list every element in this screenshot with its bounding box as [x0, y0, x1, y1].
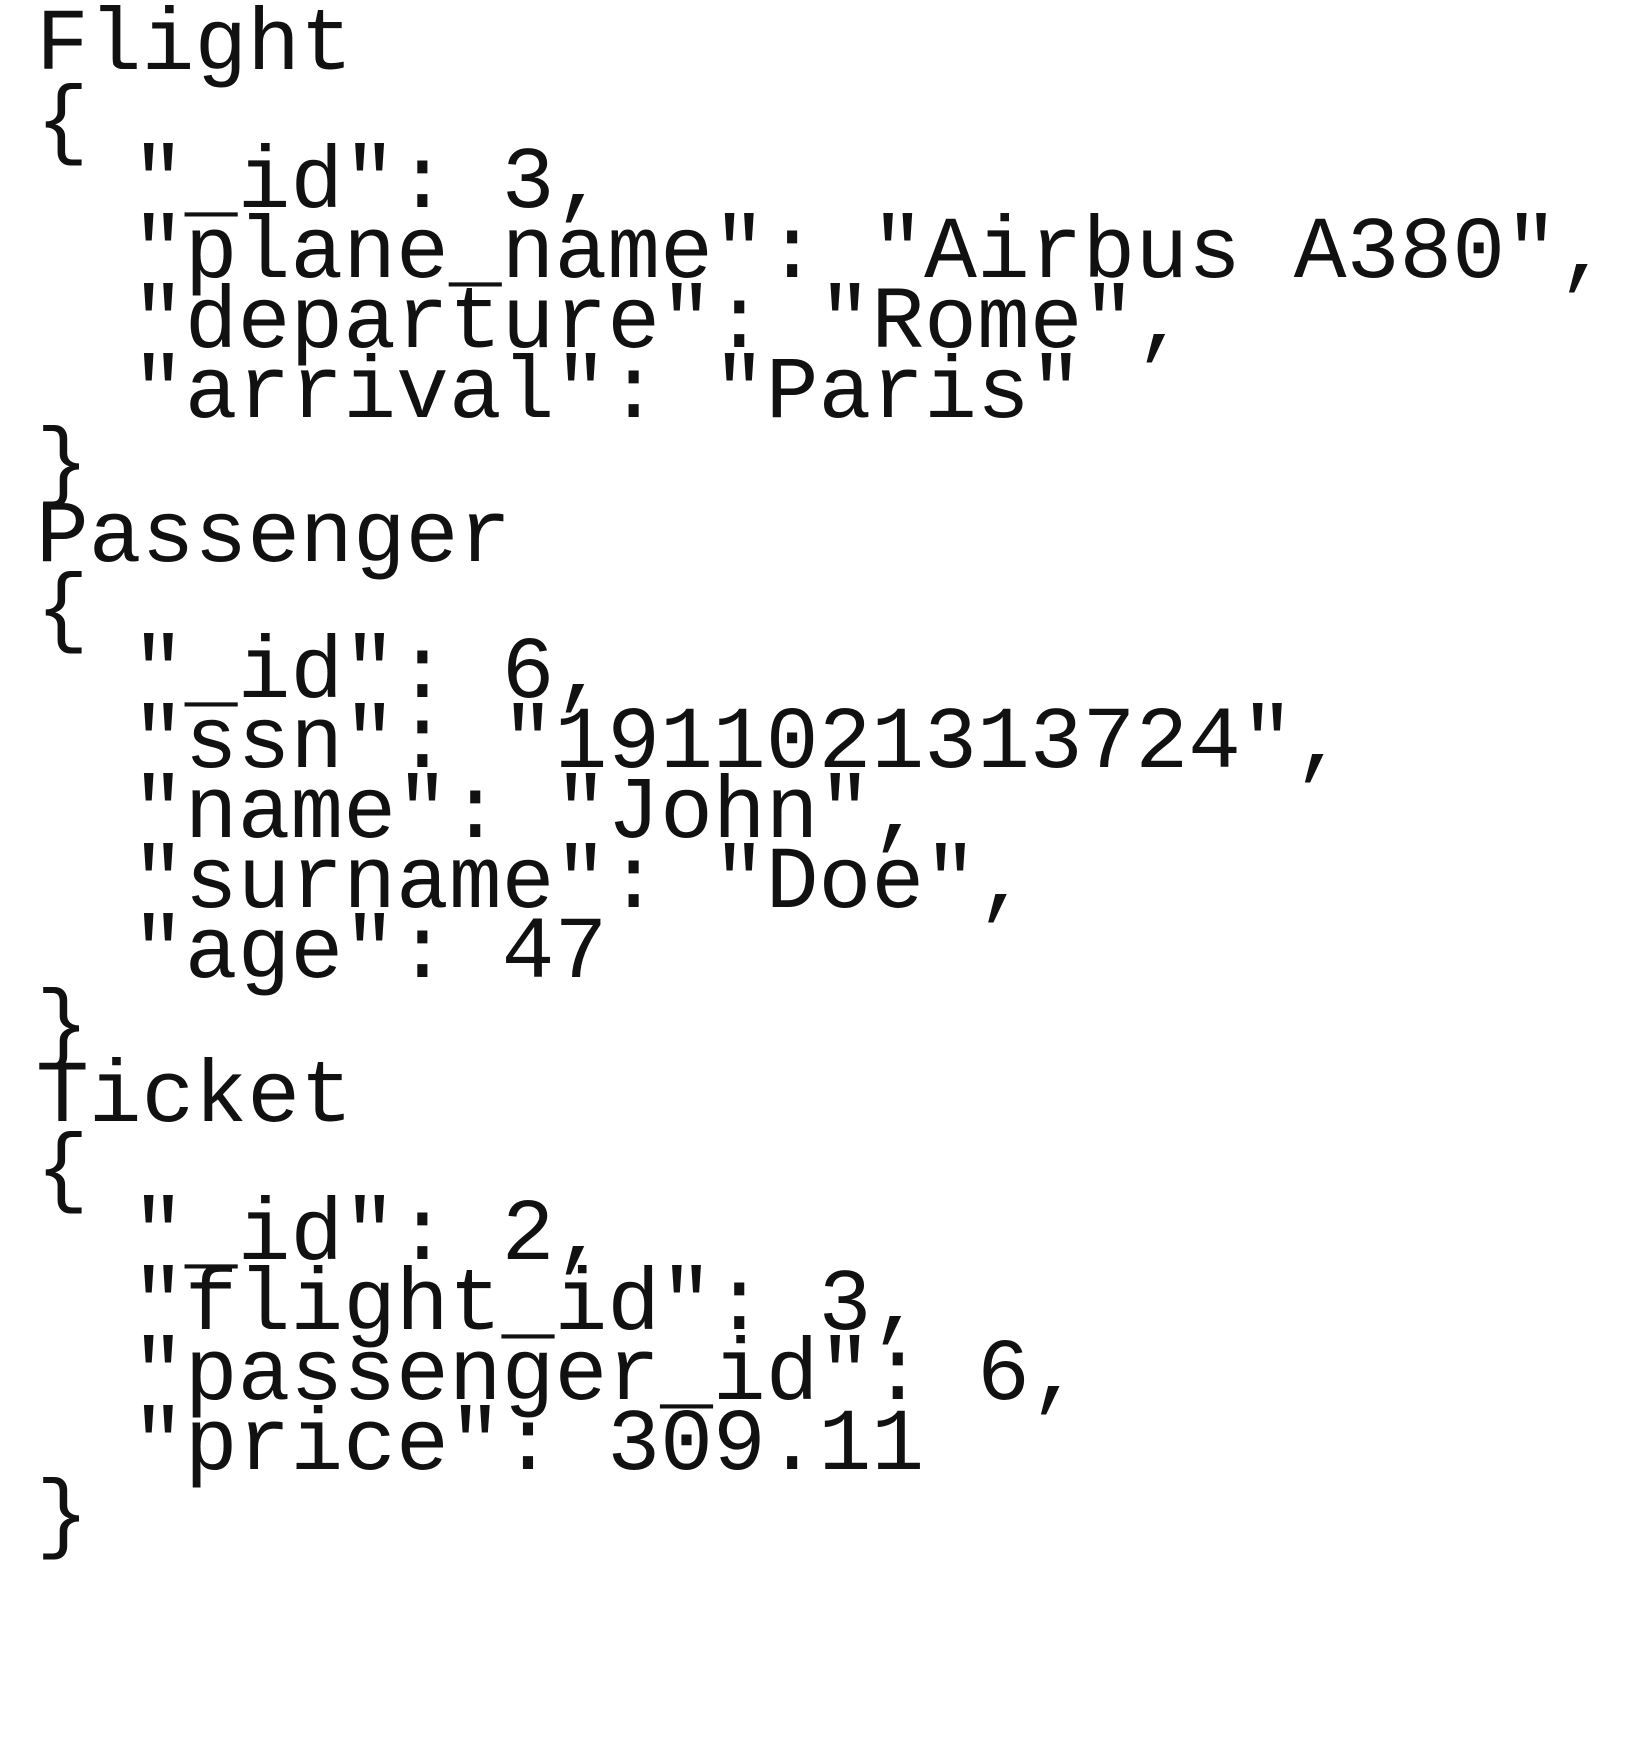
open-brace: { [36, 1123, 89, 1222]
field-line: "departure": "Rome", [132, 275, 1189, 374]
field-line: "price": 309.11 [132, 1397, 925, 1496]
field-line: "age": 47 [132, 905, 608, 1004]
open-brace: { [36, 563, 89, 662]
field-line: "surname": "Doe", [132, 835, 1030, 934]
field-line: "_id": 3, [132, 135, 608, 234]
close-brace: } [36, 1469, 89, 1568]
field-line: "_id": 6, [132, 625, 608, 724]
close-brace: } [36, 417, 89, 516]
field-line: "name": "John", [132, 765, 925, 864]
open-brace: { [36, 75, 89, 174]
field-line: "passenger_id": 6, [132, 1327, 1083, 1426]
field-line: "arrival": "Paris" [132, 345, 1083, 444]
collection-title-flight: Flight [36, 0, 353, 96]
collection-title-ticket: Ticket [36, 1049, 353, 1148]
close-brace: } [36, 979, 89, 1078]
collection-title-passenger: Passenger [36, 489, 512, 588]
field-line: "plane_name": "Airbus A380", [132, 205, 1611, 304]
field-line: "flight_id": 3, [132, 1257, 925, 1356]
field-line: "_id": 2, [132, 1187, 608, 1286]
field-line: "ssn": "1911021313724", [132, 695, 1347, 794]
